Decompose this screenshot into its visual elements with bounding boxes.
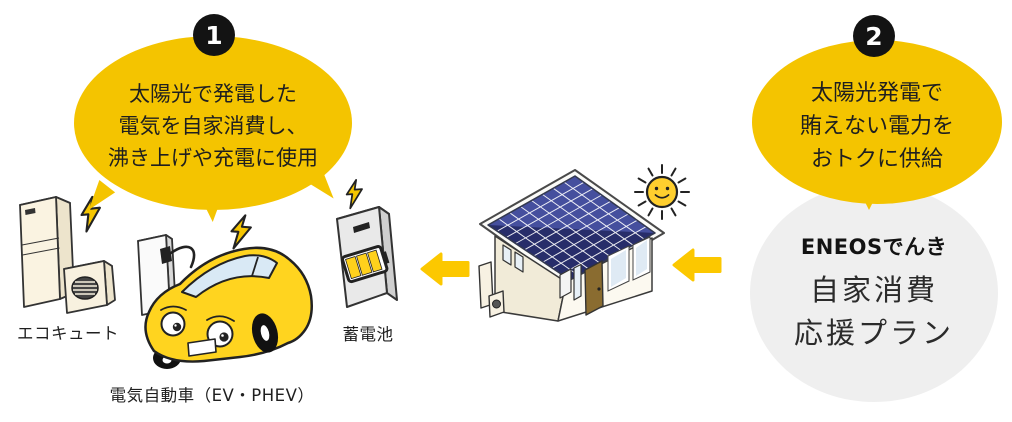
lightning-bolt-icon <box>76 195 106 234</box>
step2-bubble-line1: 太陽光発電で <box>810 80 943 106</box>
solar-house-illustration <box>470 148 700 360</box>
battery-label: 蓄電池 <box>342 325 394 344</box>
ev-label: 電気自動車（EV・PHEV） <box>109 386 315 405</box>
step1-bubble-line2: 電気を自家消費し、 <box>118 114 308 139</box>
left-arrow-icon <box>672 247 722 283</box>
step1-number-badge: 1 <box>193 14 235 56</box>
step1-bubble-line1: 太陽光で発電した <box>129 82 297 107</box>
ecocute-water-heater-illustration <box>8 183 126 323</box>
step1-bubble-tail-center <box>199 193 225 223</box>
plan-name-line1: 自家消費 <box>809 272 938 307</box>
sun-icon <box>634 164 690 220</box>
storage-battery-illustration <box>323 193 413 328</box>
step2-bubble-tail <box>856 184 882 210</box>
eneos-denki-brand: ENEOSでんき <box>800 234 948 259</box>
step2-speech-bubble: 太陽光発電で 賄えない電力を おトクに供給 <box>752 40 1002 204</box>
step2-bubble-line3: おトクに供給 <box>810 146 943 172</box>
step2-number-badge: 2 <box>853 15 895 57</box>
ecocute-label: エコキュート <box>17 324 119 343</box>
left-arrow-icon <box>420 251 470 287</box>
ev-charging-illustration <box>112 213 320 380</box>
step1-speech-bubble: 太陽光で発電した 電気を自家消費し、 沸き上げや充電に使用 <box>74 36 352 210</box>
lightning-bolt-icon <box>343 178 366 210</box>
step1-bubble-line3: 沸き上げや充電に使用 <box>108 145 318 170</box>
plan-circle: ENEOSでんき 自家消費 応援プラン <box>750 184 998 402</box>
plan-name-line2: 応援プラン <box>793 316 954 350</box>
step2-bubble-line2: 賄えない電力を <box>799 113 954 139</box>
lightning-bolt-icon <box>227 213 255 251</box>
